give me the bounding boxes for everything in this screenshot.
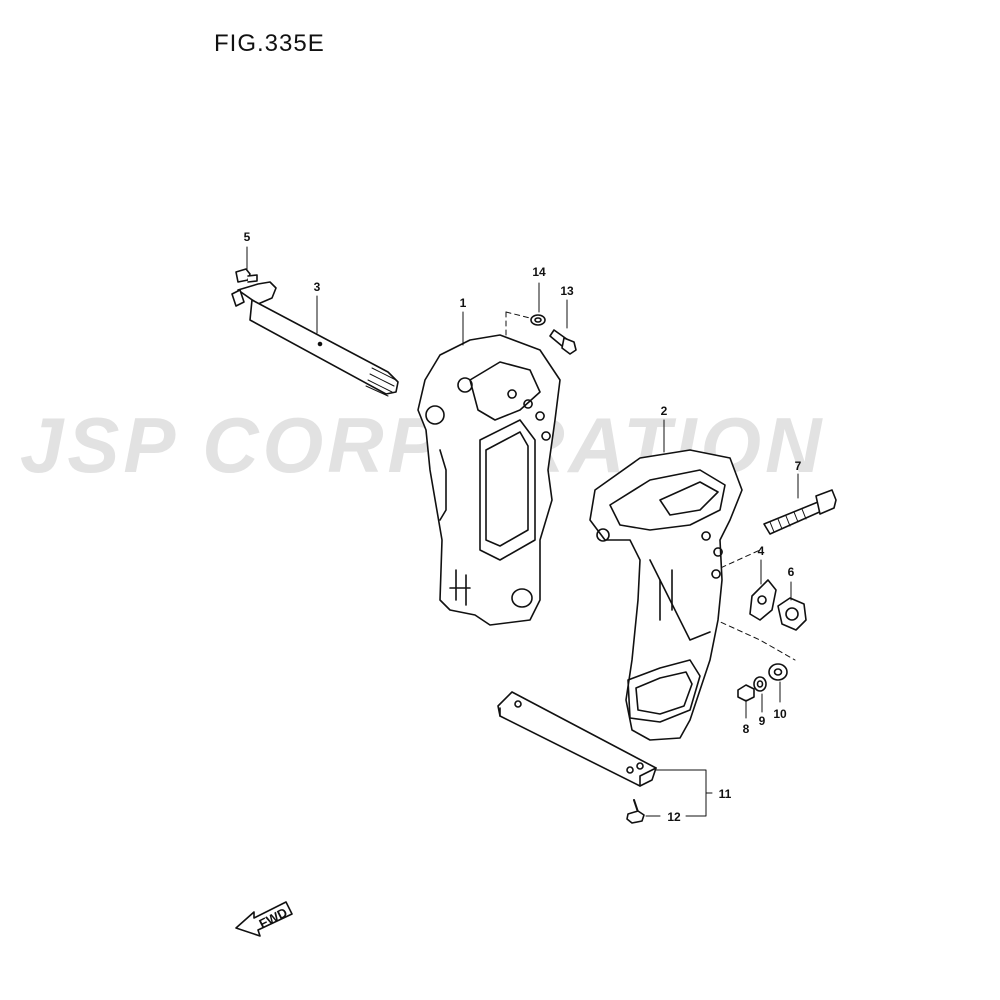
callout-10: 10: [773, 707, 787, 721]
callout-4: 4: [757, 544, 765, 558]
part-9-washer: [753, 676, 767, 692]
part-10-washer: [768, 663, 788, 681]
part-8-nut: [737, 684, 755, 702]
fwd-arrow-icon: FWD: [235, 901, 293, 937]
part-13-bolt: [549, 329, 577, 355]
fwd-label: FWD: [257, 905, 290, 932]
callout-1: 1: [459, 296, 467, 310]
callout-5: 5: [243, 230, 251, 244]
callout-9: 9: [758, 714, 766, 728]
figure-title: FIG.335E: [214, 30, 325, 57]
part-2-bracket: [589, 449, 743, 741]
callout-14: 14: [532, 265, 546, 279]
part-6-nut: [777, 597, 807, 631]
callout-2: 2: [660, 404, 668, 418]
callout-7: 7: [794, 459, 802, 473]
part-14-washer: [530, 314, 546, 326]
callout-13: 13: [560, 284, 574, 298]
callout-11: 11: [718, 787, 732, 801]
part-12-bolt: [626, 799, 645, 824]
callout-6: 6: [787, 565, 795, 579]
part-11-plate: [497, 691, 657, 787]
part-7-bolt: [763, 489, 837, 535]
callout-3: 3: [313, 280, 321, 294]
part-3-shaft: [231, 281, 399, 397]
part-5-bolt: [235, 268, 258, 283]
callout-8: 8: [742, 722, 750, 736]
part-1-bracket: [417, 334, 561, 626]
callout-12: 12: [667, 810, 681, 824]
part-4-plate: [749, 579, 777, 621]
